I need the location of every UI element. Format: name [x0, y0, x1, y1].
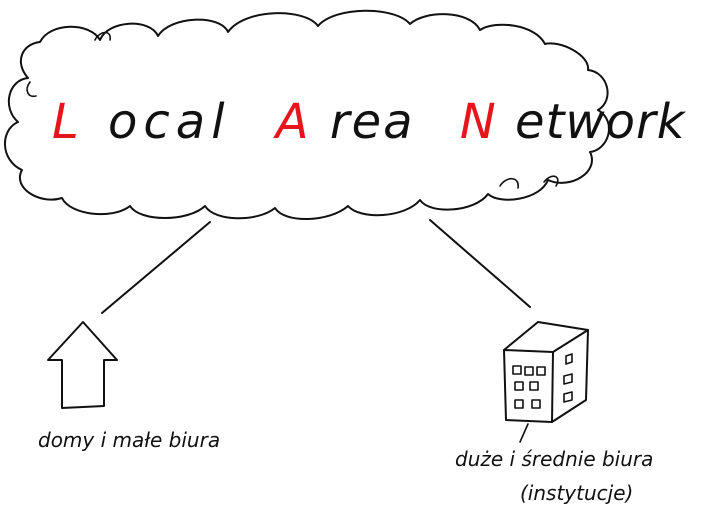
connection-line-house	[101, 221, 211, 314]
building-sublabel: (instytucje)	[520, 481, 633, 505]
title-initial-n: N	[460, 94, 496, 150]
building-label: duże i średnie biura	[455, 447, 653, 471]
title-rest-local: ocal	[108, 94, 231, 150]
house-icon	[47, 321, 118, 409]
title-rest-area: rea	[330, 94, 415, 150]
office-building-icon	[503, 321, 589, 443]
building-windows	[512, 353, 573, 409]
cloud-title: L ocal A rea N etwork	[52, 94, 687, 150]
connection-line-building	[429, 219, 531, 308]
house-label: domy i małe biura	[38, 428, 220, 452]
title-rest-network: etwork	[515, 94, 687, 150]
title-initial-l: L	[52, 94, 79, 150]
lan-cloud	[4, 9, 610, 220]
title-initial-a: A	[273, 94, 309, 150]
